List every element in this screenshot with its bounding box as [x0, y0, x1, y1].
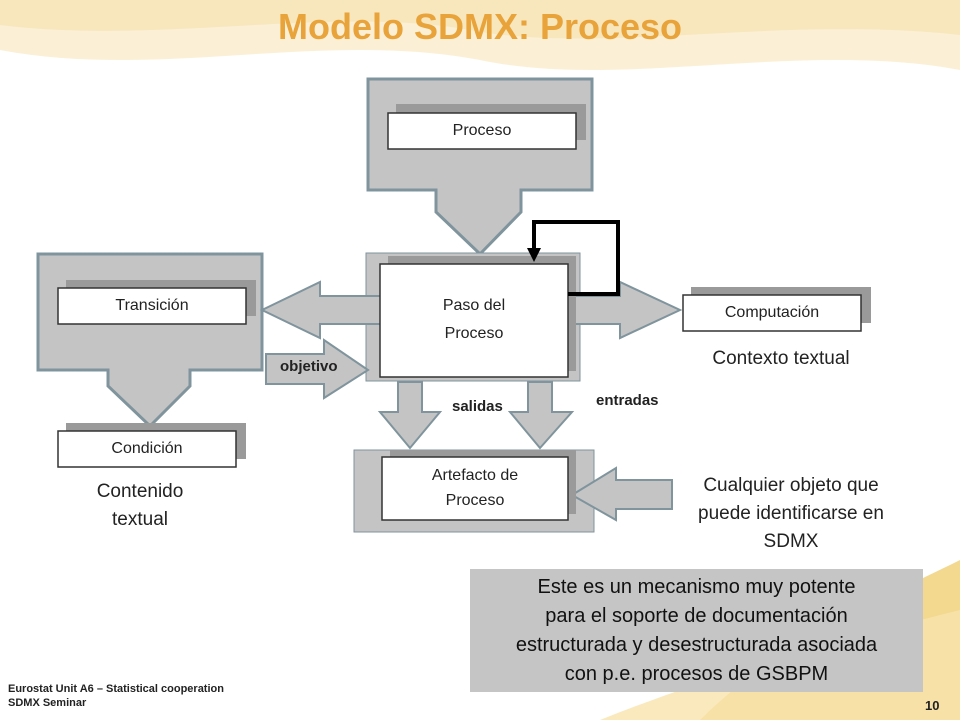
condicion-node [57, 423, 246, 468]
note-line3: estructurada y desestructurada asociada [515, 633, 878, 656]
note-line2: para el soporte de documentación [545, 604, 848, 627]
contenido-textual-line2: textual [112, 509, 168, 530]
salidas-label: salidas [452, 398, 503, 415]
transicion-node [57, 280, 256, 325]
cualquier-objeto-arrow [570, 466, 673, 522]
cualquier-objeto-line3: SDMX [763, 531, 819, 552]
contenido-textual-label: Contenido textual [60, 478, 220, 534]
condicion-label: Condición [111, 440, 183, 457]
cualquier-objeto-line1: Cualquier objeto que [703, 475, 879, 496]
artefacto-label-line1: Artefacto de [431, 467, 519, 484]
entradas-arrow [507, 381, 575, 450]
proceso-label: Proceso [452, 122, 512, 139]
footer-line1: Eurostat Unit A6 – Statistical cooperati… [8, 683, 224, 695]
footer-line2: SDMX Seminar [8, 697, 87, 709]
transicion-callout-arrow [36, 252, 264, 429]
self-loop-arrowhead [527, 248, 541, 262]
cualquier-objeto-line2: puede identificarse en [698, 503, 884, 524]
self-loop-connector [532, 220, 620, 296]
entradas-label: entradas [596, 392, 659, 409]
note-line4: con p.e. procesos de GSBPM [564, 662, 829, 685]
paso-del-proceso-node [379, 256, 576, 378]
contexto-textual-label: Contexto textual [712, 348, 850, 369]
note-box: Este es un mecanismo muy potente para el… [470, 569, 923, 692]
page-title: Modelo SDMX: Proceso [277, 6, 683, 47]
computacion-node [682, 287, 871, 332]
page-number: 10 [925, 698, 940, 713]
paso-label-line2: Proceso [444, 325, 504, 342]
note-line1: Este es un mecanismo muy potente [537, 575, 856, 598]
computacion-label: Computación [724, 304, 820, 321]
artefacto-node [381, 450, 576, 521]
objetivo-arrow [265, 338, 370, 400]
salidas-arrow [377, 381, 443, 450]
cualquier-objeto-text: Cualquier objeto que puede identificarse… [666, 472, 916, 556]
proceso-node [387, 104, 586, 150]
transicion-label: Transición [115, 297, 189, 314]
paso-label-line1: Paso del [442, 297, 506, 314]
artefacto-label-line2: Proceso [445, 492, 505, 509]
objetivo-label: objetivo [280, 358, 338, 375]
contenido-textual-line1: Contenido [96, 481, 184, 502]
footer: Eurostat Unit A6 – Statistical cooperati… [8, 682, 224, 710]
